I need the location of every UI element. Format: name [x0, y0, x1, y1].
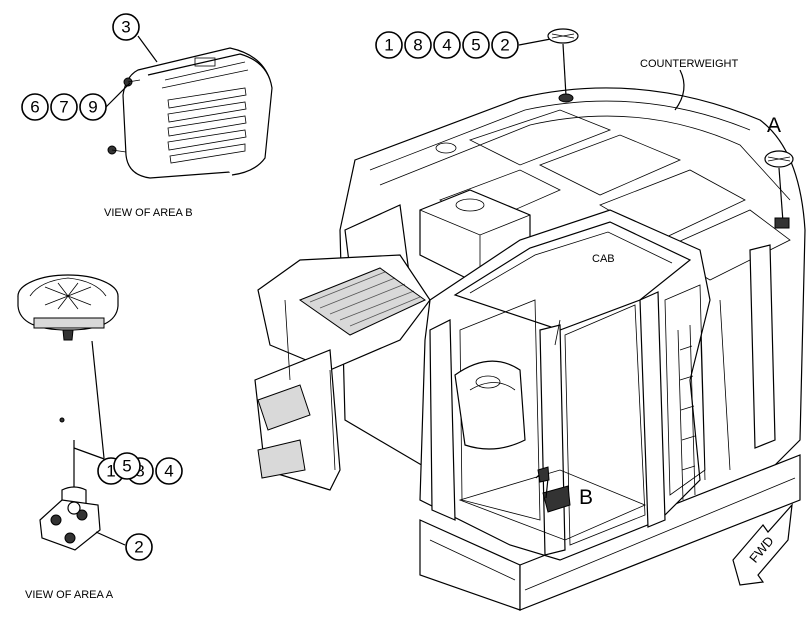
callout-3: 3	[121, 18, 130, 37]
callout-area-b: 3 6 7 9	[21, 13, 140, 121]
callout-7: 7	[59, 98, 68, 117]
callout-area-a-base: 2	[125, 533, 153, 561]
callout-5: 5	[122, 457, 131, 476]
view-area-b-caption: VIEW OF AREA B	[104, 207, 193, 219]
callout-2: 2	[134, 538, 143, 557]
counterweight-label: COUNTERWEIGHT	[640, 58, 738, 70]
area-a-marker: A	[767, 114, 781, 137]
callout-1: 1	[384, 36, 393, 55]
callout-4: 4	[164, 462, 173, 481]
view-area-a-caption: VIEW OF AREA A	[25, 589, 114, 601]
callout-4: 4	[442, 36, 451, 55]
callout-6: 6	[30, 98, 39, 117]
area-a-detail	[17, 274, 119, 551]
callout-8: 8	[413, 36, 422, 55]
leader-lines	[73, 35, 685, 546]
area-b-marker: B	[579, 486, 593, 509]
area-b-detail	[107, 47, 273, 179]
callout-area-a-cable: 5	[113, 452, 141, 480]
callout-8: 8	[135, 462, 144, 481]
cab-illustration	[419, 209, 711, 561]
antenna-a-puck	[764, 150, 794, 168]
callout-2: 2	[500, 36, 509, 55]
callout-5: 5	[471, 36, 480, 55]
cab-label: CAB	[592, 253, 615, 265]
callout-1: 1	[106, 462, 115, 481]
callout-9: 9	[88, 98, 97, 117]
callout-top-row: 1 8 4 5 2	[375, 28, 579, 59]
